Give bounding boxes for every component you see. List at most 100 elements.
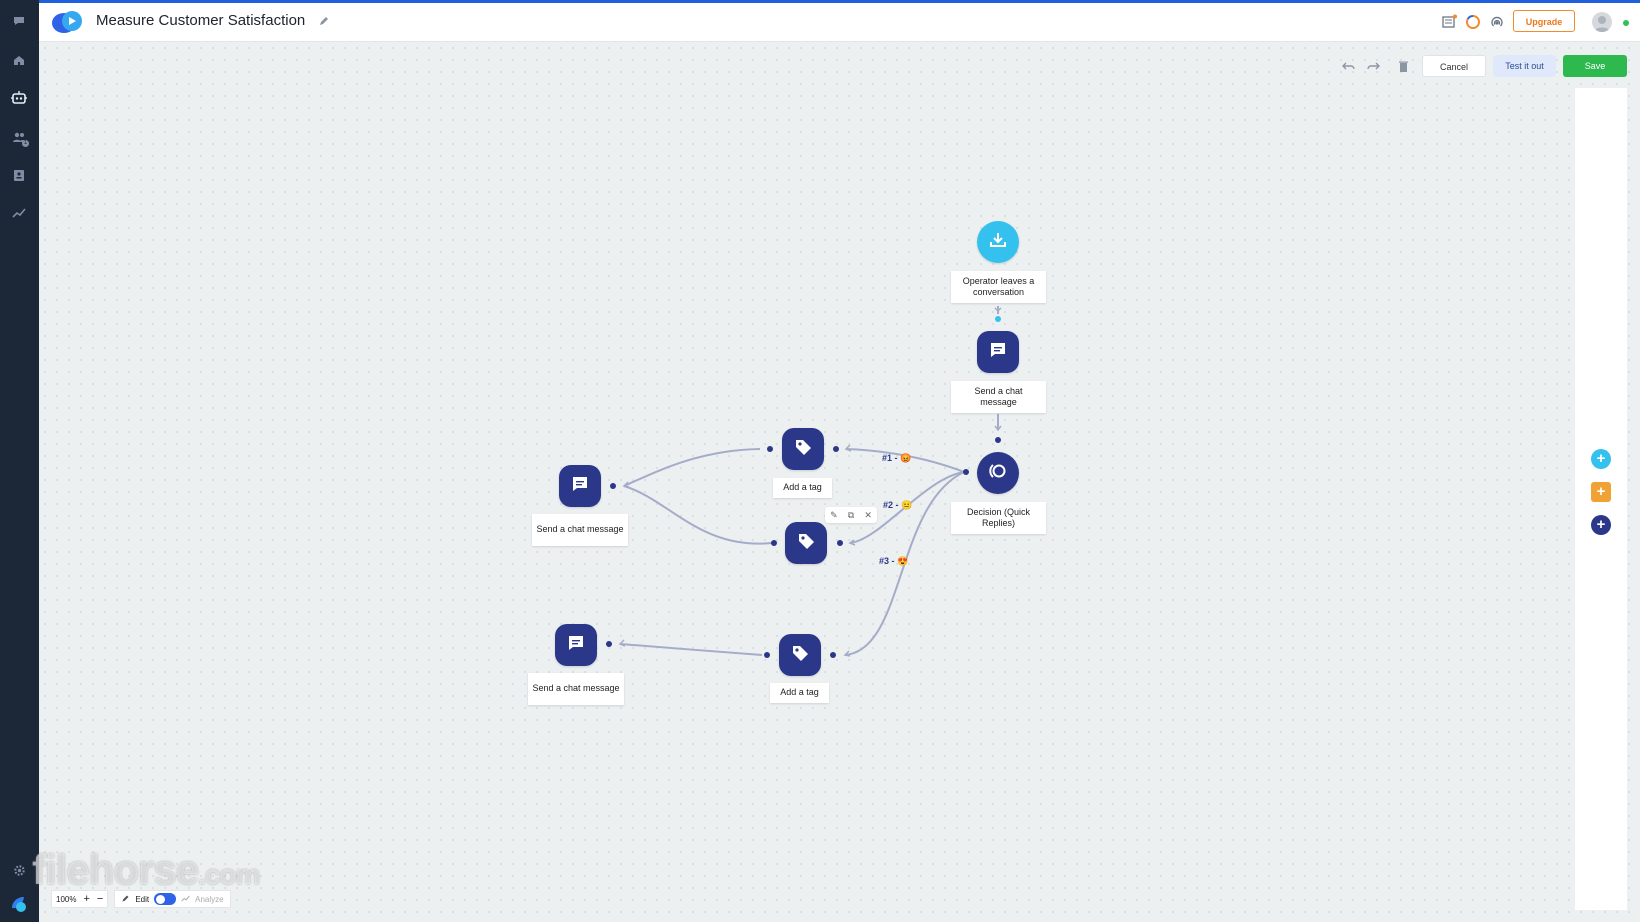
zoom-out-button[interactable]: − — [96, 893, 104, 905]
watermark: filehorse.com — [32, 846, 260, 894]
test-it-out-button[interactable]: Test it out — [1493, 55, 1556, 77]
arrowhead — [622, 481, 630, 488]
port-dot — [963, 469, 969, 475]
tag-icon — [793, 437, 813, 462]
undo-icon[interactable] — [1342, 59, 1356, 73]
port-dot — [833, 446, 839, 452]
arrowhead — [844, 444, 852, 452]
trash-icon[interactable] — [1396, 59, 1410, 73]
node-decision-label: Decision (Quick Replies) — [951, 502, 1046, 534]
status-ring-icon[interactable] — [1464, 13, 1482, 31]
avatar[interactable] — [1592, 12, 1612, 32]
port-dot — [995, 316, 1001, 322]
zoom-in-button[interactable]: + — [83, 893, 90, 905]
port-dot — [830, 652, 836, 658]
tag-icon — [790, 643, 810, 668]
bot-icon[interactable] — [9, 88, 29, 108]
node-trigger[interactable] — [977, 221, 1019, 263]
arrowhead — [618, 639, 626, 647]
cancel-button[interactable]: Cancel — [1422, 55, 1486, 77]
home-icon[interactable] — [9, 50, 29, 70]
arrowhead — [994, 425, 1002, 432]
watermark-text: filehorse — [32, 846, 199, 893]
analyze-mode-label[interactable]: Analyze — [195, 894, 224, 904]
page-title: Measure Customer Satisfaction — [96, 12, 306, 29]
mode-toggle[interactable] — [154, 893, 177, 905]
brand-logo-icon[interactable] — [9, 893, 29, 913]
watermark-suffix: .com — [198, 859, 260, 890]
top-accent-line — [0, 0, 1640, 3]
node-message-top-label: Send a chat message — [951, 381, 1046, 413]
node-message-left-label: Send a chat message — [532, 514, 628, 546]
visitors-badge: 1 — [22, 140, 29, 147]
add-trigger-button[interactable]: + — [1591, 449, 1611, 469]
arrowhead — [848, 539, 856, 546]
online-status-dot — [1623, 20, 1629, 26]
port-dot — [771, 540, 777, 546]
node-decision[interactable] — [977, 452, 1019, 494]
node-message-top[interactable] — [977, 331, 1019, 373]
broadcast-icon[interactable] — [1488, 13, 1506, 31]
node-tag-1-label: Add a tag — [773, 478, 832, 498]
edit-title-icon[interactable] — [318, 14, 330, 32]
decision-icon — [987, 461, 1009, 486]
close-icon[interactable]: ✕ — [864, 509, 872, 520]
message-icon — [988, 340, 1008, 365]
node-toolbar: ✎ ⧉ ✕ — [825, 507, 877, 523]
redo-icon[interactable] — [1366, 59, 1380, 73]
node-message-bottom[interactable] — [555, 624, 597, 666]
app-logo-icon — [51, 9, 87, 40]
contacts-icon[interactable] — [9, 165, 29, 185]
node-message-bottom-label: Send a chat message — [528, 673, 624, 705]
node-trigger-label: Operator leaves a conversation — [951, 271, 1046, 303]
connection-tag3-msgbottom — [619, 643, 763, 656]
edge-label-1[interactable]: #1 - 😡 — [882, 453, 911, 464]
analyze-icon — [181, 894, 190, 905]
node-tag-3[interactable] — [779, 634, 821, 676]
node-tag-1[interactable] — [782, 428, 824, 470]
connection-tag1-msgleft — [623, 448, 761, 487]
connection-tag2-msgleft — [623, 485, 773, 545]
node-message-left[interactable] — [559, 465, 601, 507]
connection-decision-tag3 — [844, 471, 965, 656]
save-button[interactable]: Save — [1563, 55, 1627, 77]
neutral-emoji-icon: 😐 — [901, 500, 913, 510]
edit-mode-label[interactable]: Edit — [135, 894, 150, 904]
analytics-icon[interactable] — [9, 203, 29, 223]
zoom-level: 100% — [56, 894, 77, 904]
bottom-bar: 100% + − Edit Analyze — [51, 890, 231, 908]
chat-bubble-icon[interactable] — [9, 11, 29, 31]
pencil-icon — [121, 894, 130, 905]
edge-label-2-text: #2 - — [883, 500, 899, 510]
node-tag-2[interactable] — [785, 522, 827, 564]
header: Measure Customer Satisfaction Upgrade — [39, 3, 1640, 42]
port-dot — [767, 446, 773, 452]
angry-emoji-icon: 😡 — [900, 453, 912, 463]
duplicate-icon[interactable]: ⧉ — [847, 509, 855, 520]
connection-decision-tag1 — [845, 448, 965, 473]
add-action-button[interactable]: + — [1591, 515, 1611, 535]
mode-switch: Edit Analyze — [114, 890, 231, 908]
zoom-control: 100% + − — [51, 890, 109, 908]
port-dot — [610, 483, 616, 489]
edge-label-3-text: #3 - — [879, 556, 895, 566]
love-emoji-icon: 😍 — [897, 556, 909, 566]
download-icon — [988, 230, 1008, 255]
upgrade-button[interactable]: Upgrade — [1513, 10, 1575, 32]
flow-canvas[interactable] — [39, 42, 1640, 922]
node-tag-3-label: Add a tag — [770, 683, 829, 703]
edge-label-2[interactable]: #2 - 😐 — [883, 500, 912, 511]
arrowhead — [994, 307, 1002, 313]
port-dot — [837, 540, 843, 546]
settings-icon[interactable] — [9, 860, 29, 880]
visitors-icon[interactable]: 1 — [9, 127, 29, 147]
edge-label-3[interactable]: #3 - 😍 — [879, 556, 908, 567]
edge-label-1-text: #1 - — [882, 453, 898, 463]
port-dot — [606, 641, 612, 647]
add-condition-button[interactable]: + — [1591, 482, 1611, 502]
sidebar: 1 — [0, 0, 39, 922]
port-dot — [764, 652, 770, 658]
edit-icon[interactable]: ✎ — [830, 509, 838, 520]
news-icon[interactable] — [1440, 13, 1458, 31]
